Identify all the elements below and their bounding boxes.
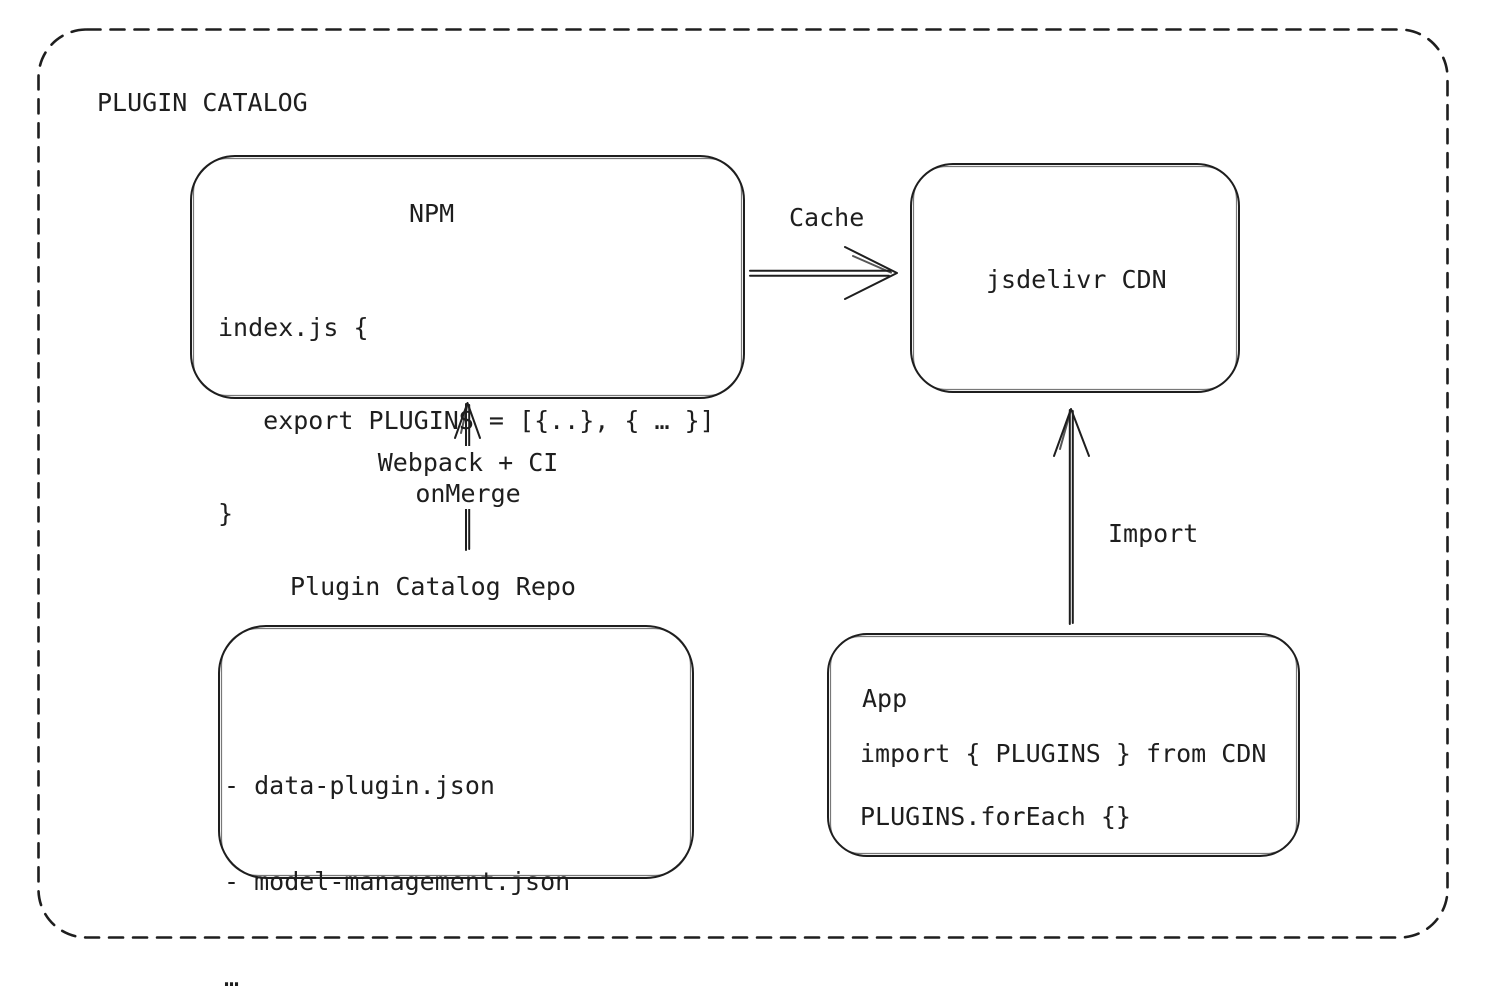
app-box-sketch-echo	[829, 635, 1298, 855]
cache-arrowhead	[844, 246, 898, 300]
npm-code-line: export PLUGINS = [{..}, { … }]	[218, 406, 715, 435]
repo-box	[218, 625, 694, 879]
app-code-line: import { PLUGINS } from CDN	[860, 739, 1267, 768]
npm-box-title: NPM	[409, 199, 455, 228]
npm-box-outline	[190, 155, 745, 399]
cdn-box-sketch-echo	[912, 165, 1238, 391]
npm-code-block: index.js { export PLUGINS = [{..}, { … }…	[218, 250, 715, 591]
app-box	[827, 633, 1300, 857]
repo-box-sketch-echo	[220, 627, 692, 877]
cdn-box	[910, 163, 1240, 393]
repo-file-list: - data-plugin.json - model-management.js…	[224, 706, 570, 1002]
repo-file-item: …	[224, 963, 240, 992]
repo-file-item: - model-management.json	[224, 867, 571, 896]
npm-code-line: index.js {	[218, 313, 369, 342]
cdn-box-label: jsdelivr CDN	[986, 265, 1167, 294]
cdn-box-outline	[910, 163, 1240, 393]
npm-box	[190, 155, 745, 399]
app-code-line: PLUGINS.forEach {}	[860, 802, 1131, 831]
build-arrowhead	[454, 402, 481, 439]
cache-arrowhead-echo	[852, 255, 892, 274]
npm-code-line: }	[218, 499, 234, 528]
import-arrow	[1053, 408, 1090, 625]
repo-box-title: Plugin Catalog Repo	[290, 572, 576, 601]
build-arrowhead-echo	[460, 406, 468, 434]
repo-file-item: - data-plugin.json	[224, 771, 495, 800]
app-box-outline	[827, 633, 1300, 857]
frame-outline	[37, 28, 1449, 939]
build-arrow-label: Webpack + CI onMerge	[338, 446, 598, 509]
plugin-catalog-frame	[37, 28, 1449, 939]
import-arrowhead-echo	[1059, 412, 1071, 450]
repo-box-outline	[218, 625, 694, 879]
import-arrow-label: Import	[1108, 519, 1199, 548]
import-arrowhead	[1053, 408, 1090, 457]
diagram-title: PLUGIN CATALOG	[97, 88, 308, 117]
cache-arrow	[749, 246, 898, 300]
cache-arrow-label: Cache	[789, 203, 865, 232]
npm-box-sketch-echo	[192, 157, 743, 397]
app-box-title: App	[862, 684, 908, 713]
